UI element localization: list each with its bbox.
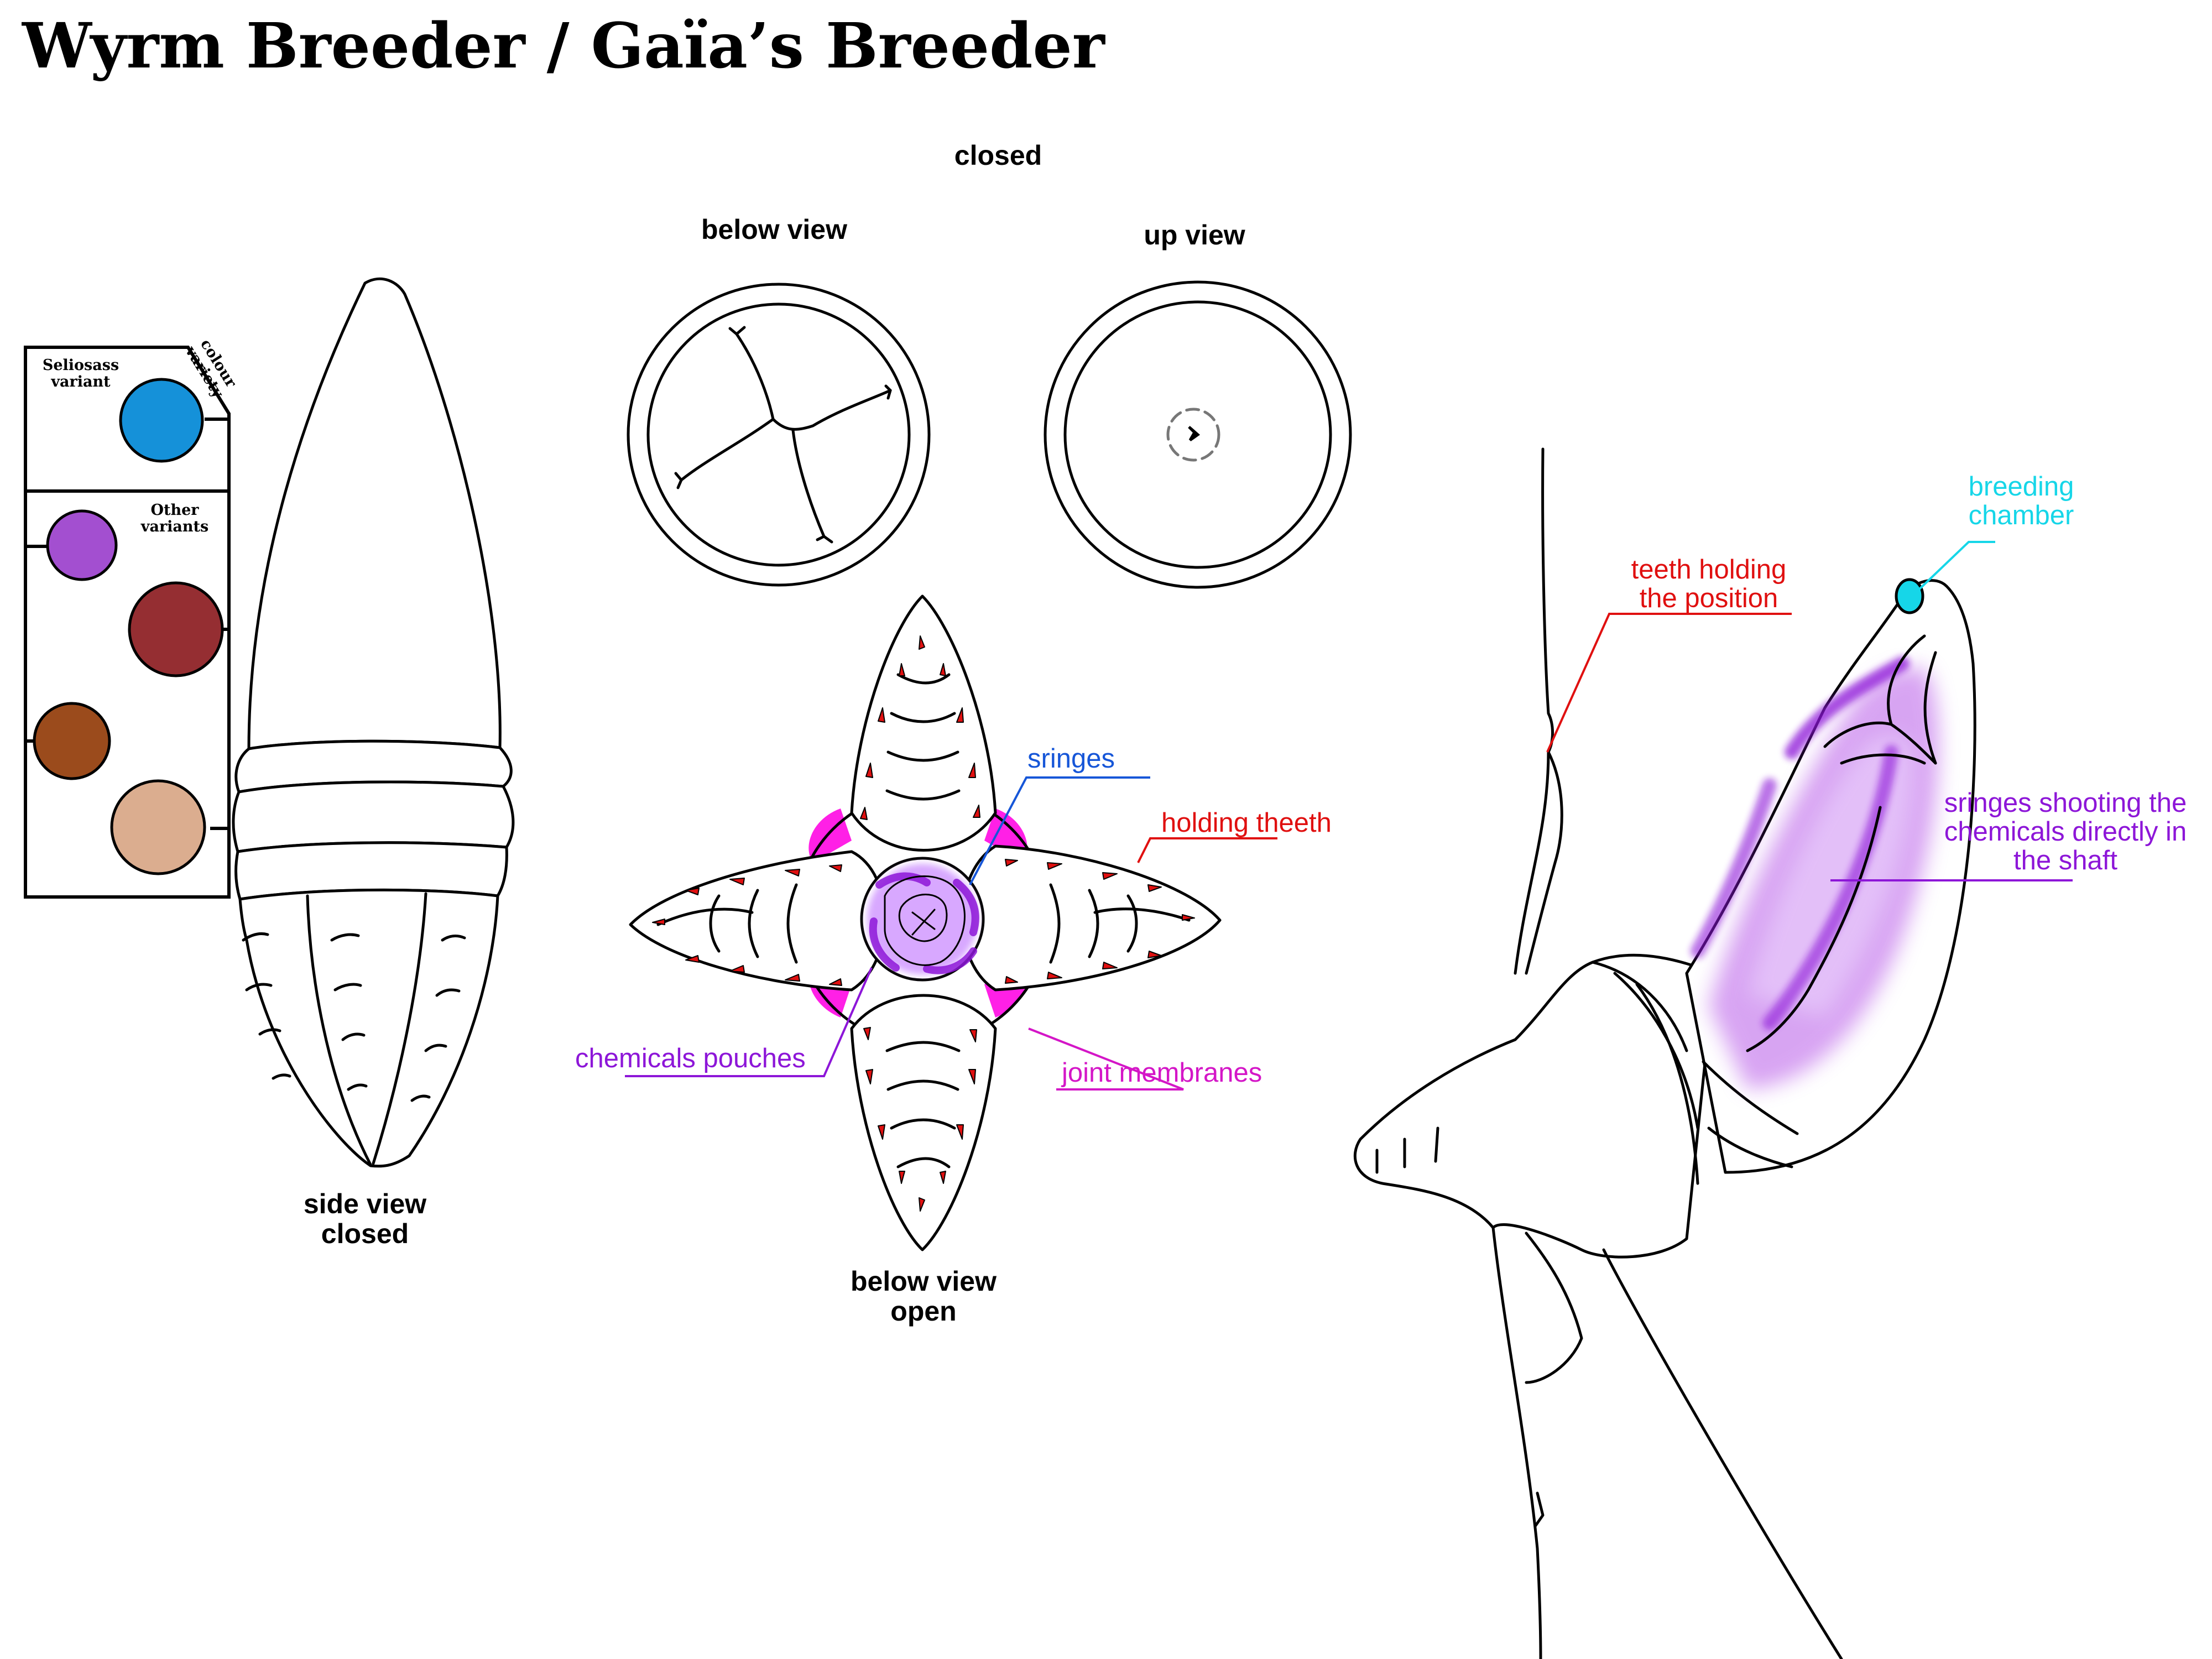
below-view-label: below view — [701, 214, 847, 245]
seliosass-variant-label: Seliosass variant — [42, 357, 119, 390]
chemicals-pouches-annotation: chemicals pouches — [575, 1044, 806, 1073]
tan-color-swatch — [110, 779, 206, 875]
seliosass-color-swatch — [119, 378, 204, 463]
sringes-annotation: sringes — [1027, 744, 1115, 774]
up-view-closed-drawing — [1044, 280, 1352, 589]
closed-header-label: closed — [954, 140, 1042, 171]
annotation-leaders — [625, 541, 2073, 1091]
breeder-attached-drawing — [1353, 447, 1976, 1659]
teeth-holding-position-annotation: teeth holding the position — [1631, 555, 1787, 613]
brown-color-swatch — [33, 702, 111, 780]
page-title: Wyrm Breeder / Gaïa’s Breeder — [22, 10, 1105, 82]
joint-membranes-annotation: joint membranes — [1062, 1058, 1262, 1088]
below-view-closed-drawing — [627, 283, 931, 587]
side-view-closed-label: side view closed — [303, 1188, 427, 1249]
other-variants-label: Other variants — [140, 502, 209, 535]
purple-color-swatch — [46, 509, 118, 581]
sringes-shooting-annotation: sringes shooting the chemicals directly … — [1944, 788, 2187, 875]
red-color-swatch — [128, 581, 224, 677]
holding-teeth-annotation: holding theeth — [1161, 808, 1332, 838]
up-view-label: up view — [1144, 220, 1245, 251]
side-view-closed-drawing — [232, 277, 515, 1168]
below-view-open-drawing — [629, 594, 1222, 1251]
below-view-open-label: below view open — [851, 1266, 997, 1327]
breeding-chamber-annotation: breeding chamber — [1968, 472, 2074, 530]
